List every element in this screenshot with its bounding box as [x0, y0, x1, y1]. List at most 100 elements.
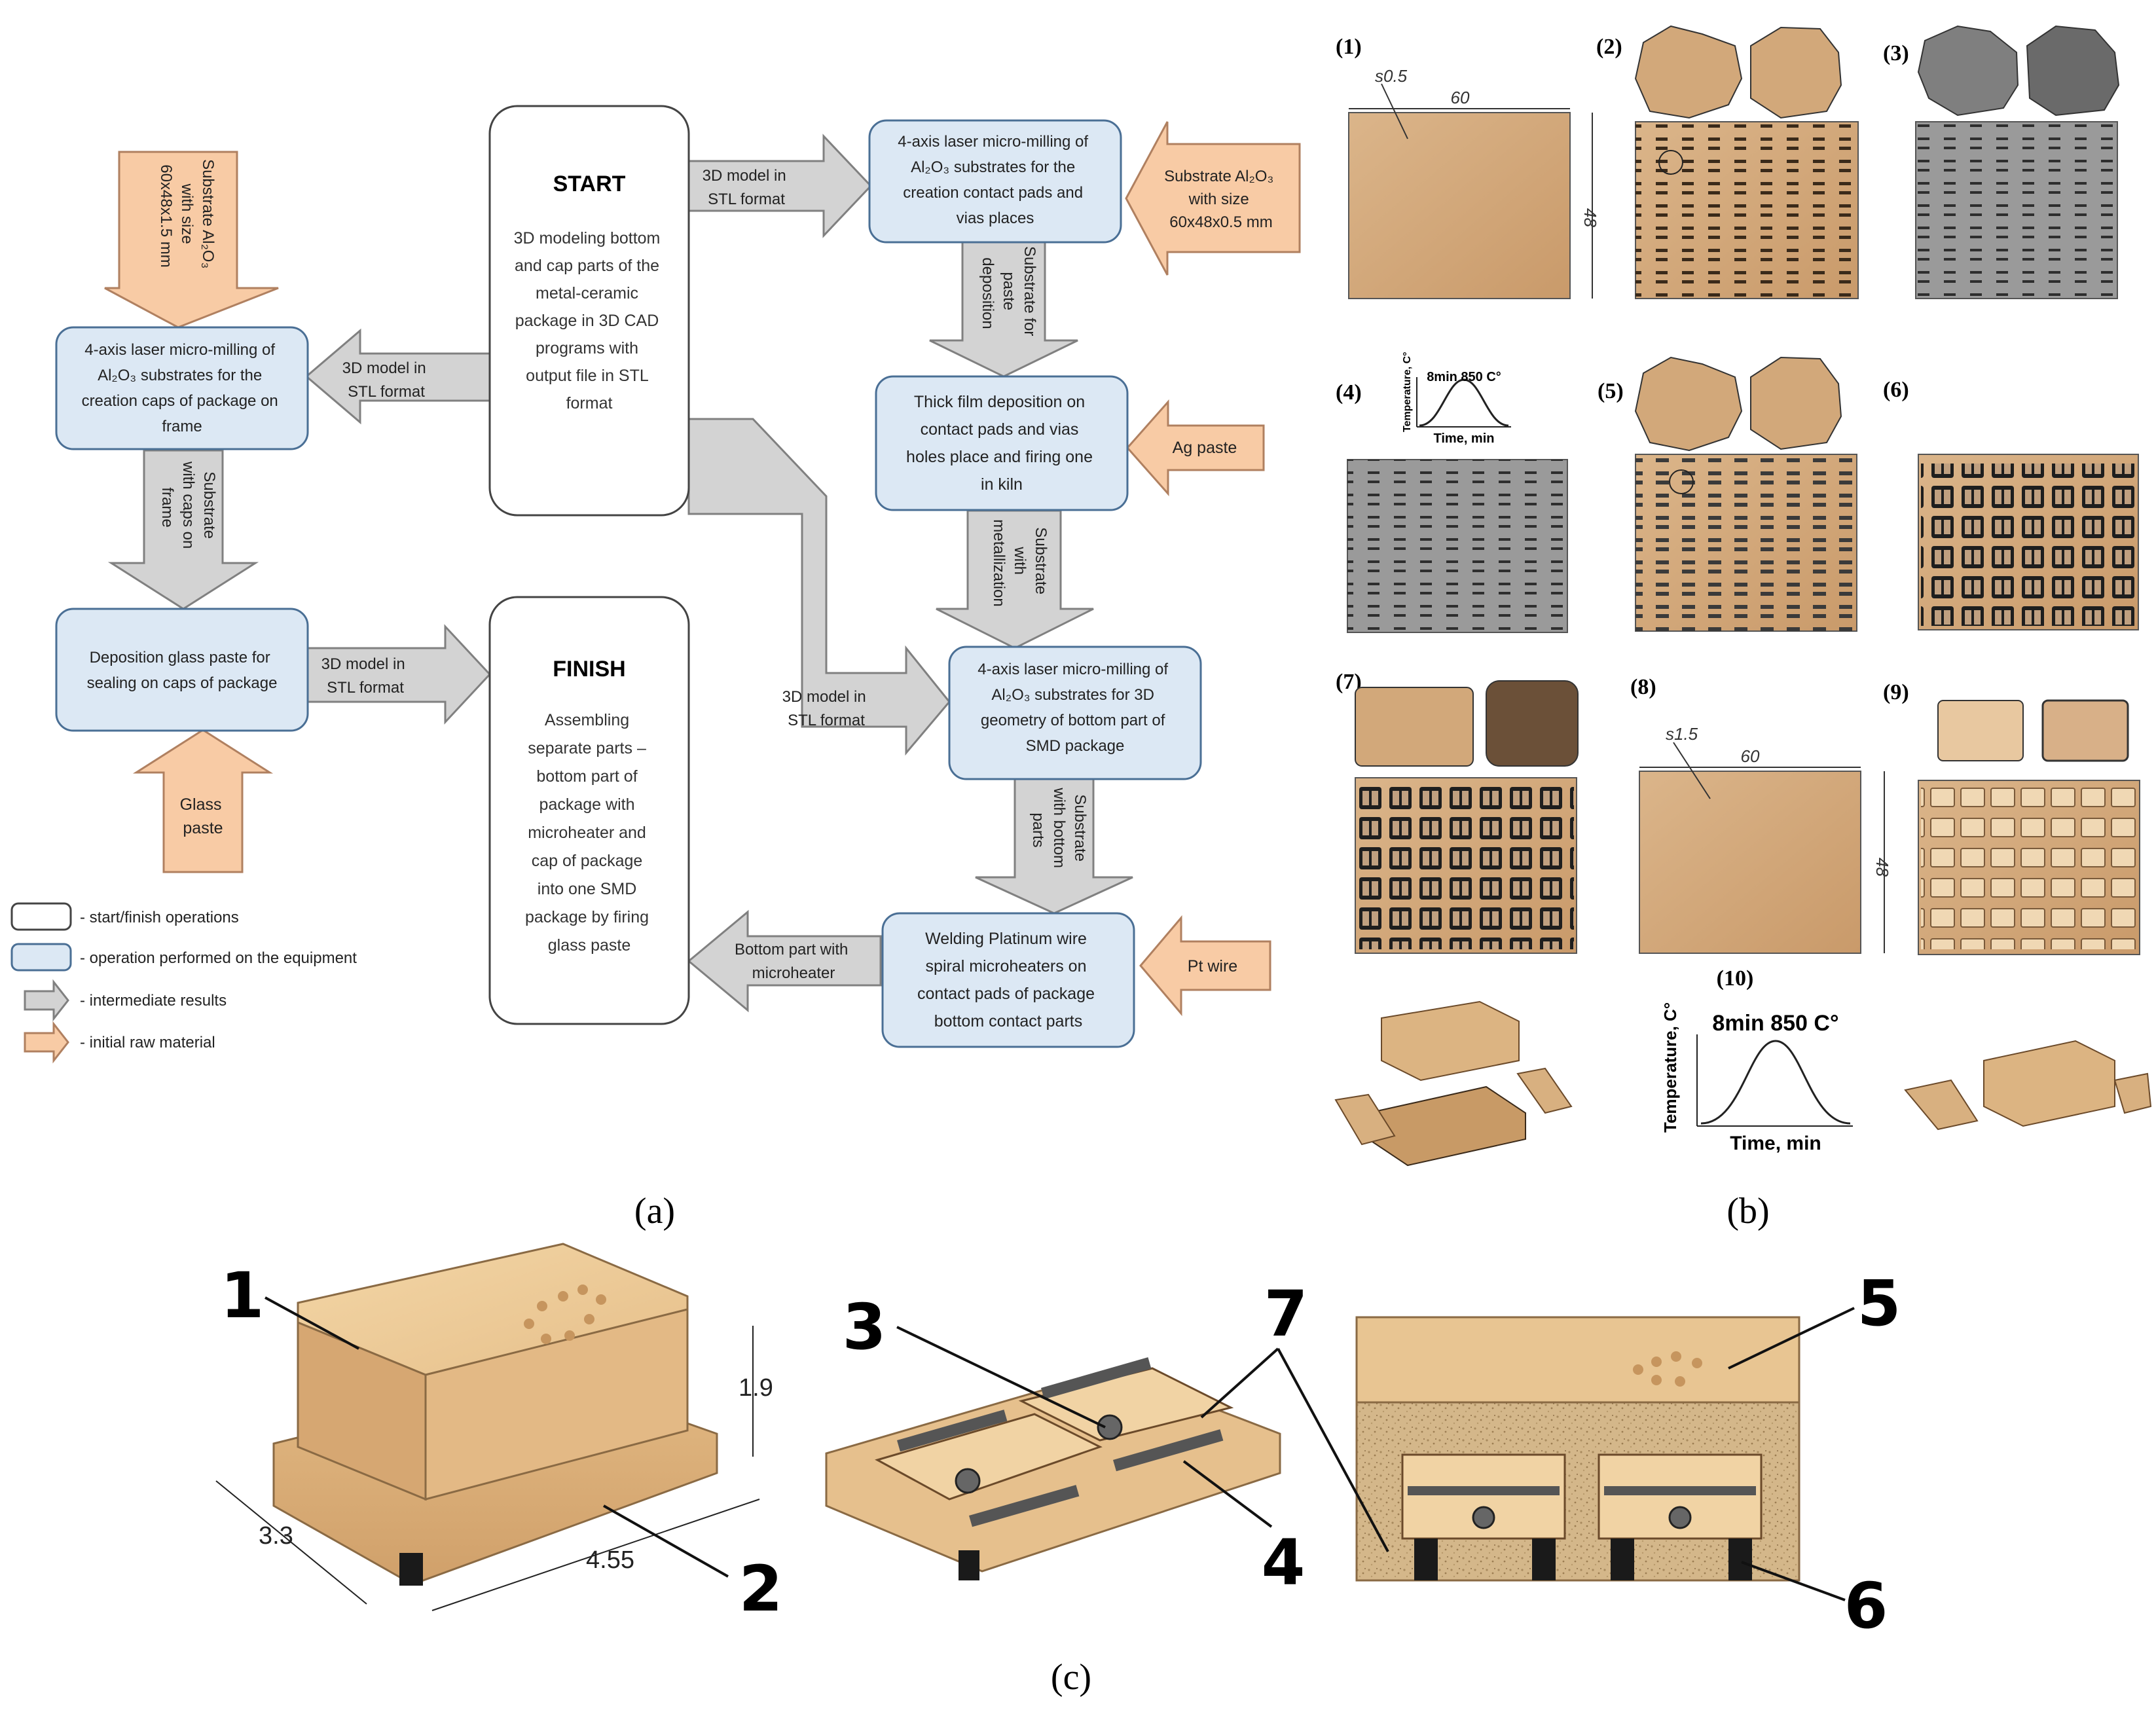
- substrate-gray-4-pattern: [1347, 460, 1567, 632]
- open-package: [825, 1357, 1281, 1580]
- contact-pad: [897, 1410, 1008, 1452]
- section-lead-dark: [1728, 1539, 1752, 1580]
- raw-pt-text: Pt wire: [1188, 957, 1237, 975]
- callout-6: 6: [1844, 1569, 1888, 1643]
- callout-4: 4: [1262, 1526, 1306, 1599]
- section-pad-left: [1408, 1486, 1560, 1495]
- vent-hole: [1671, 1351, 1681, 1362]
- legend-text-inter: - intermediate results: [80, 992, 227, 1010]
- zoom-inset-5b: [1750, 356, 1842, 450]
- heater-coil: [1097, 1414, 1123, 1440]
- cross-section: [1355, 1316, 1800, 1582]
- op-bottom-text: 4-axis laser micro-milling of Al₂O₃ subs…: [978, 661, 1172, 755]
- substrate-pads-2-pattern: [1635, 122, 1858, 299]
- callout-leader-4: [1182, 1460, 1273, 1528]
- heater-coil: [1472, 1506, 1495, 1529]
- start-line: metal-ceramic: [536, 284, 638, 302]
- substrate-caps-9-pattern: [1921, 786, 2137, 949]
- vent-hole: [1651, 1357, 1662, 1367]
- open-cavity-left: [875, 1413, 1103, 1501]
- zoom-inset-9a: [1937, 700, 2024, 761]
- vent-hole: [584, 1314, 594, 1324]
- step-label-4: (4): [1336, 380, 1362, 405]
- vent-hole: [564, 1330, 575, 1341]
- arr-model-bottom-text: 3D model in STL format: [782, 688, 871, 729]
- exploded-package: [1334, 1000, 1573, 1167]
- exploded-lead-left: [1334, 1093, 1396, 1146]
- arr-model-glass-text: 3D model in STL format: [321, 655, 410, 697]
- arr-paste-dep-text: Substrate for paste deposition: [979, 246, 1038, 340]
- start-box: [488, 105, 690, 517]
- contact-pad: [1113, 1429, 1224, 1472]
- firing-curve-small: [1419, 378, 1509, 427]
- substrate-metal-5-pattern: [1635, 454, 1857, 631]
- dim-h-1: 48: [1580, 208, 1600, 227]
- arrow-thick-metal: [936, 509, 1094, 649]
- firing-axis-y-label-large: Temperature, C°: [1660, 1002, 1680, 1133]
- section-lead-dark: [1611, 1539, 1634, 1580]
- finish-title: FINISH: [553, 657, 625, 682]
- dim-thick-8: s1.5: [1666, 724, 1698, 744]
- op-thick-box: [875, 375, 1129, 511]
- callout-1: 1: [221, 1259, 265, 1332]
- callout-5: 5: [1857, 1267, 1901, 1340]
- firing-axis-x-label-small: Time, min: [1434, 431, 1495, 446]
- vent-hole: [1633, 1364, 1643, 1375]
- legend-swatch-raw: [24, 1021, 69, 1064]
- callout-leader-3: [896, 1326, 1106, 1429]
- arrow-model-to-caps: [304, 328, 491, 425]
- arr-bottom-parts-text: Substrate with bottom parts: [1029, 787, 1089, 872]
- panel-b-label: (b): [1727, 1191, 1769, 1231]
- callout-leader-2: [603, 1504, 729, 1578]
- firing-axis-x-label-large: Time, min: [1730, 1133, 1821, 1154]
- raw-sub15-text: Substrate Al₂O₃ with size 60x48x1.5 mm: [157, 159, 217, 273]
- start-line: 3D modeling bottom: [514, 229, 661, 247]
- op-caps-box: [55, 326, 309, 450]
- arrow-pads-paste: [929, 241, 1078, 378]
- assembled-package: [1904, 1040, 2152, 1131]
- dim-label-w: 3.3: [259, 1522, 293, 1550]
- callout-leader-6: [1741, 1561, 1846, 1601]
- finish-line: cap of package: [532, 852, 643, 870]
- exploded-lead-right: [1516, 1067, 1573, 1114]
- vent-hole: [524, 1319, 534, 1329]
- zoom-inset-2b: [1750, 26, 1842, 119]
- substrate-blank-8: [1639, 771, 1861, 954]
- callout-leaders: [265, 1296, 1855, 1601]
- open-lead-dark: [959, 1550, 979, 1580]
- arrow-glass-to-finish: [305, 624, 492, 725]
- start-line: output file in STL: [526, 367, 649, 385]
- finish-line: separate parts –: [528, 739, 646, 757]
- firing-label-small: 8min 850 C°: [1427, 370, 1501, 384]
- finish-body: Assembling separate parts – bottom part …: [525, 711, 653, 955]
- legend-text-raw: - initial raw material: [80, 1034, 215, 1051]
- raw-arrow-ag: [1125, 399, 1265, 496]
- finish-line: Assembling: [545, 711, 629, 729]
- arrow-start-to-pads: [687, 134, 873, 238]
- step-label-1: (1): [1336, 35, 1362, 59]
- finish-line: package with: [539, 795, 635, 814]
- arr-metal-text: Substrate with metallization: [990, 519, 1050, 606]
- exploded-base: [1368, 1085, 1526, 1167]
- legend-swatch-op: [10, 943, 72, 972]
- op-weld-text: Welding Platinum wire spiral microheater…: [917, 930, 1099, 1030]
- vent-hole: [596, 1294, 606, 1305]
- dim-line-w: [215, 1480, 367, 1605]
- finish-line: into one SMD: [538, 880, 636, 898]
- zoom-marker-5: [1669, 469, 1694, 494]
- zoom-inset-9b: [2041, 699, 2129, 762]
- op-glass-box: [55, 608, 309, 732]
- dim-line-l: [431, 1499, 760, 1611]
- callout-leader-7b: [1277, 1348, 1389, 1552]
- zoom-inset-3b: [2026, 25, 2120, 117]
- closed-cap-left: [297, 1320, 427, 1501]
- op-pads-text: 4-axis laser micro-milling of Al₂O₃ subs…: [898, 133, 1092, 227]
- arrow-caps-substrate: [107, 449, 259, 610]
- dim-w-8: 60: [1741, 746, 1760, 766]
- zoom-inset-7b: [1486, 680, 1579, 767]
- start-line: programs with: [536, 339, 638, 357]
- start-line: package in 3D CAD: [515, 312, 659, 330]
- dim-thick-leader-1: [1381, 83, 1408, 139]
- raw-arrow-substrate-05: [1125, 121, 1301, 276]
